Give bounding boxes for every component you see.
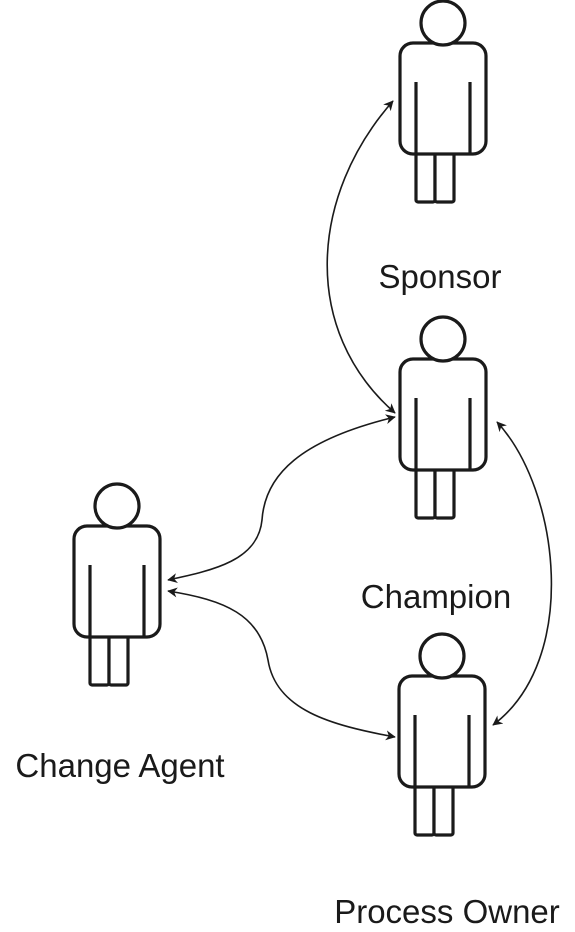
change-agent-label: Change Agent xyxy=(15,747,224,784)
sponsor-figure-icon xyxy=(398,0,488,204)
arrow-sponsor-champion xyxy=(326,100,396,414)
sponsor-label: Sponsor xyxy=(379,258,502,295)
process-owner-figure-icon xyxy=(397,632,487,837)
arrow-champion-change-agent xyxy=(167,414,396,583)
champion-figure-icon xyxy=(398,315,488,520)
arrow-champion-process-owner xyxy=(492,421,553,726)
champion-label: Champion xyxy=(361,578,511,615)
process-owner-label: Process Owner xyxy=(334,893,560,930)
change-agent-figure-icon xyxy=(72,482,162,687)
arrow-change-agent-process-owner xyxy=(167,587,396,741)
